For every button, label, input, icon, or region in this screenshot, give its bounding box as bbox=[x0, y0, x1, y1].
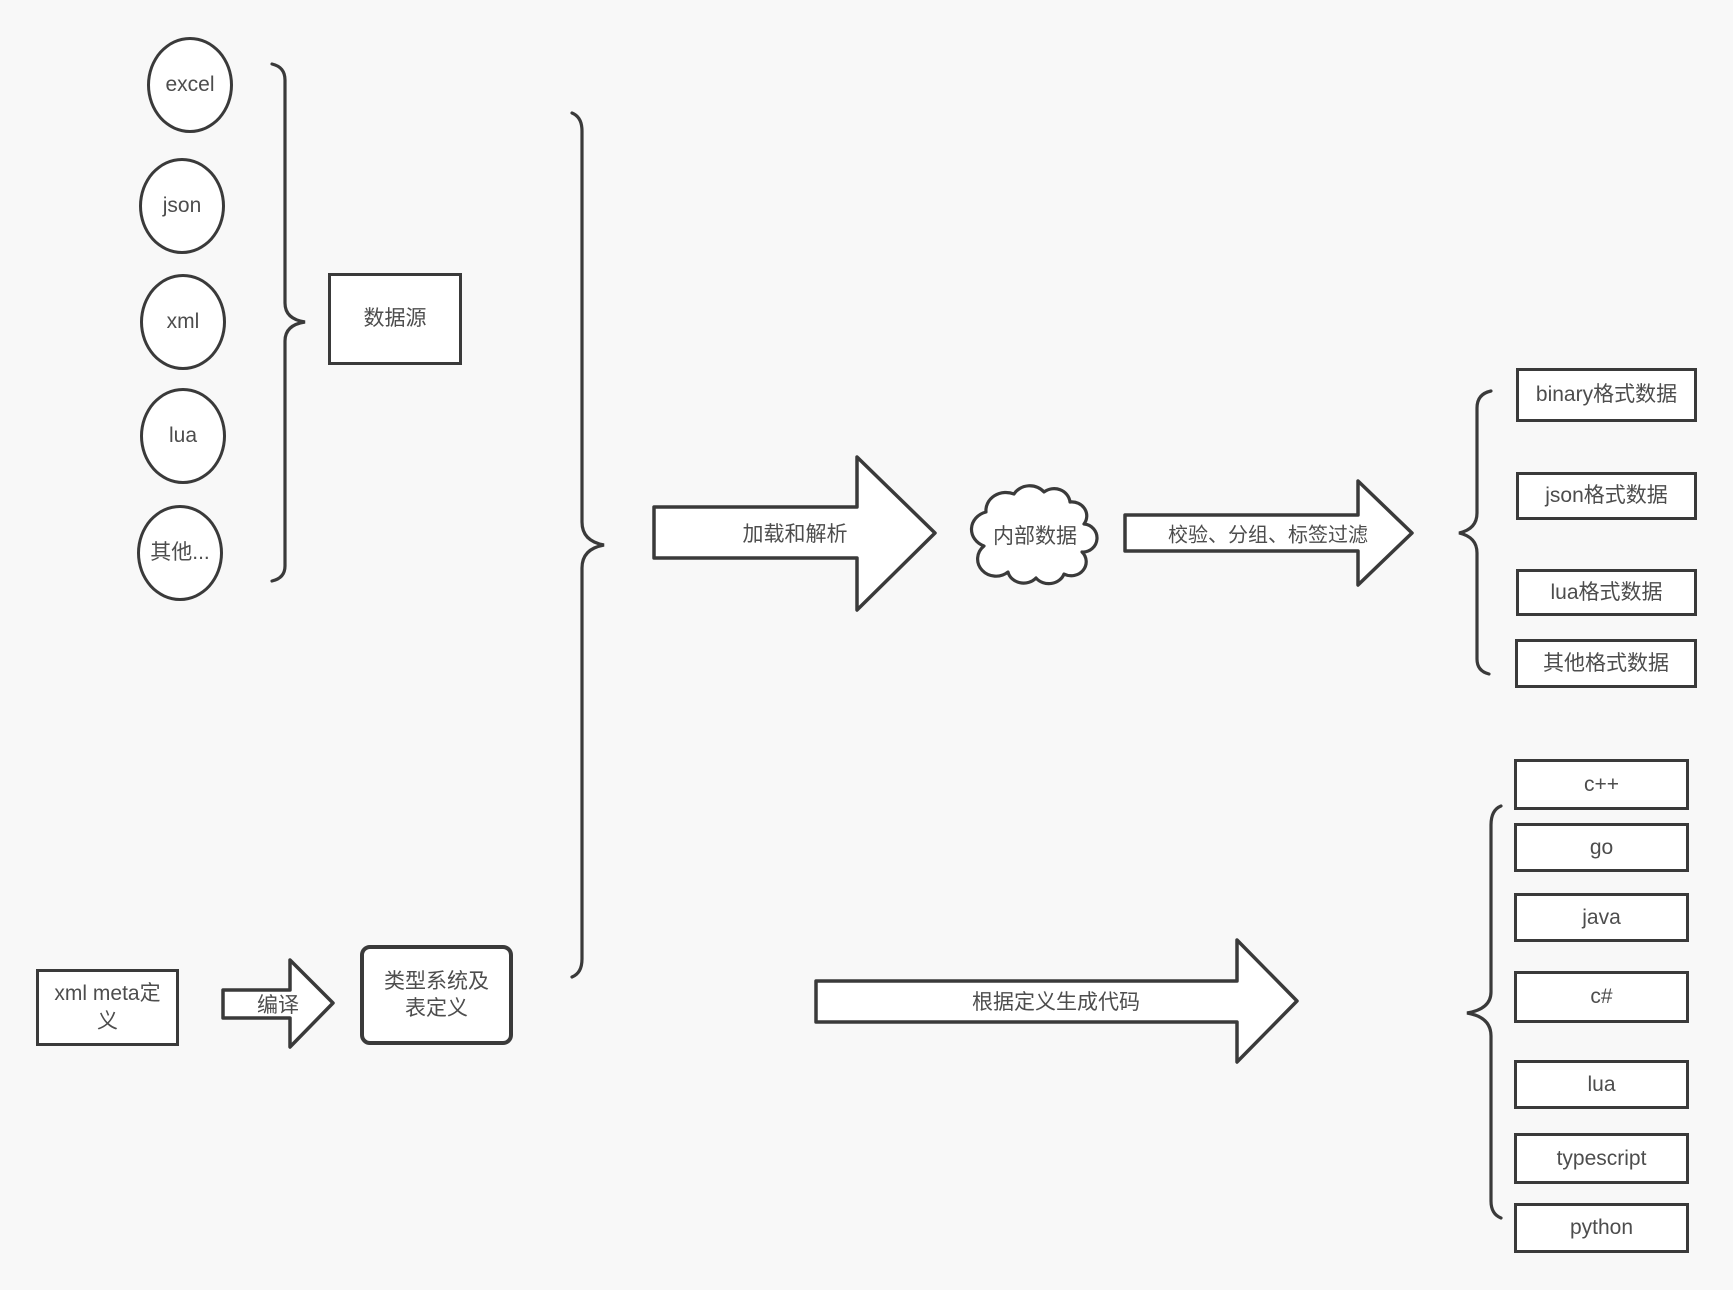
lang-label: python bbox=[1569, 1216, 1634, 1240]
languages-brace bbox=[1466, 804, 1503, 1220]
lang-label: c++ bbox=[1583, 772, 1620, 796]
lang-box-java: java bbox=[1514, 893, 1689, 942]
lang-box-go: go bbox=[1514, 823, 1689, 872]
lang-box-lua: lua bbox=[1514, 1060, 1689, 1109]
internal-data-cloud bbox=[969, 484, 1099, 586]
source-label: lua bbox=[168, 424, 198, 448]
lang-box-python: python bbox=[1514, 1203, 1689, 1253]
source-ellipse-xml: xml bbox=[140, 274, 226, 370]
type-system-box: 类型系统及表定义 bbox=[360, 945, 513, 1045]
internal-data-label: 内部数据 bbox=[993, 525, 1077, 548]
format-box-json: json格式数据 bbox=[1516, 472, 1697, 520]
format-box-other: 其他格式数据 bbox=[1515, 639, 1697, 688]
xml-meta-label: xml meta定义 bbox=[54, 982, 161, 1033]
generate-code-arrow-label: 根据定义生成代码 bbox=[972, 991, 1140, 1014]
type-system-label: 类型系统及表定义 bbox=[384, 969, 489, 1020]
source-label: json bbox=[162, 194, 202, 218]
filter-arrow-label: 校验、分组、标签过滤 bbox=[1168, 524, 1368, 547]
lang-label: lua bbox=[1587, 1072, 1616, 1096]
filter-arrow bbox=[1123, 479, 1414, 587]
format-label: binary格式数据 bbox=[1535, 383, 1678, 407]
lang-box-csharp: c# bbox=[1514, 971, 1689, 1023]
source-label: excel bbox=[165, 73, 215, 97]
lang-label: java bbox=[1582, 905, 1621, 929]
lang-label: go bbox=[1589, 835, 1614, 859]
lang-label: c# bbox=[1590, 985, 1613, 1009]
lang-label: typescript bbox=[1556, 1146, 1647, 1170]
load-parse-arrow-label: 加载和解析 bbox=[742, 523, 848, 546]
load-parse-arrow bbox=[652, 455, 937, 612]
format-box-binary: binary格式数据 bbox=[1516, 368, 1697, 422]
format-label: json格式数据 bbox=[1545, 484, 1668, 508]
generate-code-arrow bbox=[814, 938, 1299, 1064]
source-ellipse-other: 其他... bbox=[137, 505, 223, 601]
lang-box-cpp: c++ bbox=[1514, 759, 1689, 810]
compile-arrow-label: 编译 bbox=[257, 994, 299, 1017]
data-source-box: 数据源 bbox=[328, 273, 462, 365]
lang-box-typescript: typescript bbox=[1514, 1133, 1689, 1184]
source-ellipse-json: json bbox=[139, 158, 225, 254]
source-ellipse-lua: lua bbox=[140, 388, 226, 484]
sources-brace bbox=[270, 62, 306, 583]
source-label: xml bbox=[166, 310, 200, 334]
compile-arrow bbox=[221, 958, 335, 1049]
data-source-label: 数据源 bbox=[363, 307, 427, 331]
source-ellipse-excel: excel bbox=[147, 37, 233, 133]
xml-meta-box: xml meta定义 bbox=[36, 969, 179, 1046]
format-box-lua: lua格式数据 bbox=[1516, 569, 1697, 616]
formats-brace bbox=[1458, 389, 1493, 676]
format-label: 其他格式数据 bbox=[1543, 651, 1669, 675]
format-label: lua格式数据 bbox=[1550, 580, 1663, 604]
main-group-brace bbox=[570, 111, 605, 979]
source-label: 其他... bbox=[150, 541, 210, 565]
